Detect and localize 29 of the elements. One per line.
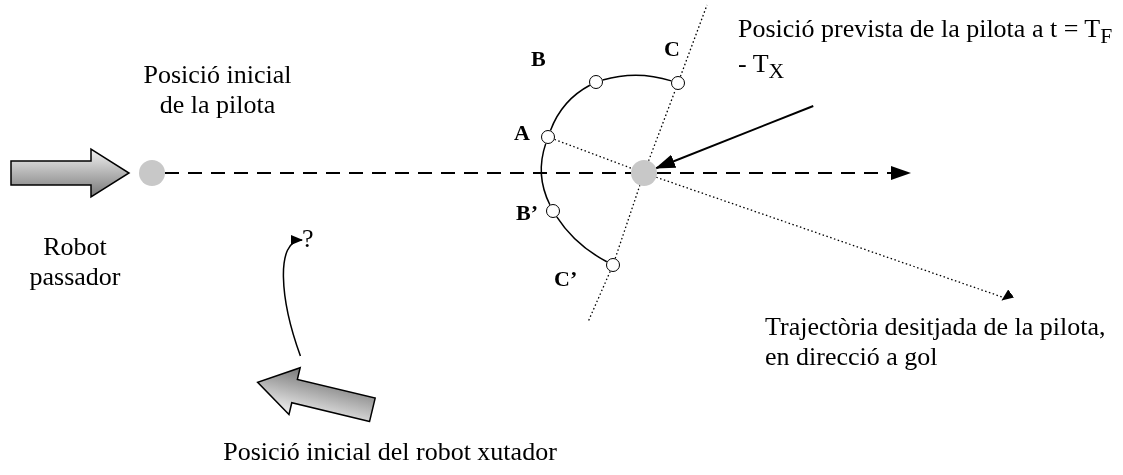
point-marker: [541, 130, 555, 144]
point-marker: [671, 76, 685, 90]
point-letter: B: [531, 46, 547, 72]
point-marker: [589, 75, 603, 89]
ball-marker: [631, 160, 657, 186]
point-letter: A: [514, 120, 531, 146]
arc-line: [556, 216, 608, 263]
block-arrow-icon: [10, 148, 130, 198]
question-mark: ?: [302, 224, 324, 256]
arrow: [282, 237, 303, 357]
annotation-text: Trajectòria desitjada de la pilota, en direcció a gol: [765, 300, 1117, 390]
dotted-line: [553, 138, 633, 170]
dotted-line: [164, 172, 632, 174]
arc-line: [549, 84, 591, 132]
dashed-arrow: [655, 176, 1015, 301]
dashed-arrow: [656, 166, 911, 180]
point-marker: [606, 258, 620, 272]
arc-line: [601, 74, 673, 82]
ball-label: Posició inicial de la pilota: [142, 60, 293, 120]
robot-label: Posició inicial del robot xutador: [222, 437, 558, 467]
annotation-text: Posició prevista de la pilota a t = T$_{F}$ - T$_{X}$: [738, 14, 1121, 106]
point-letter: C’: [554, 266, 579, 292]
robot-label: Robot passador: [28, 232, 122, 292]
arrow: [655, 105, 815, 170]
point-letter: C: [664, 36, 681, 62]
point-letter: B’: [516, 200, 539, 226]
ball-marker: [139, 160, 165, 186]
point-marker: [546, 204, 560, 218]
arc-line: [540, 142, 551, 206]
